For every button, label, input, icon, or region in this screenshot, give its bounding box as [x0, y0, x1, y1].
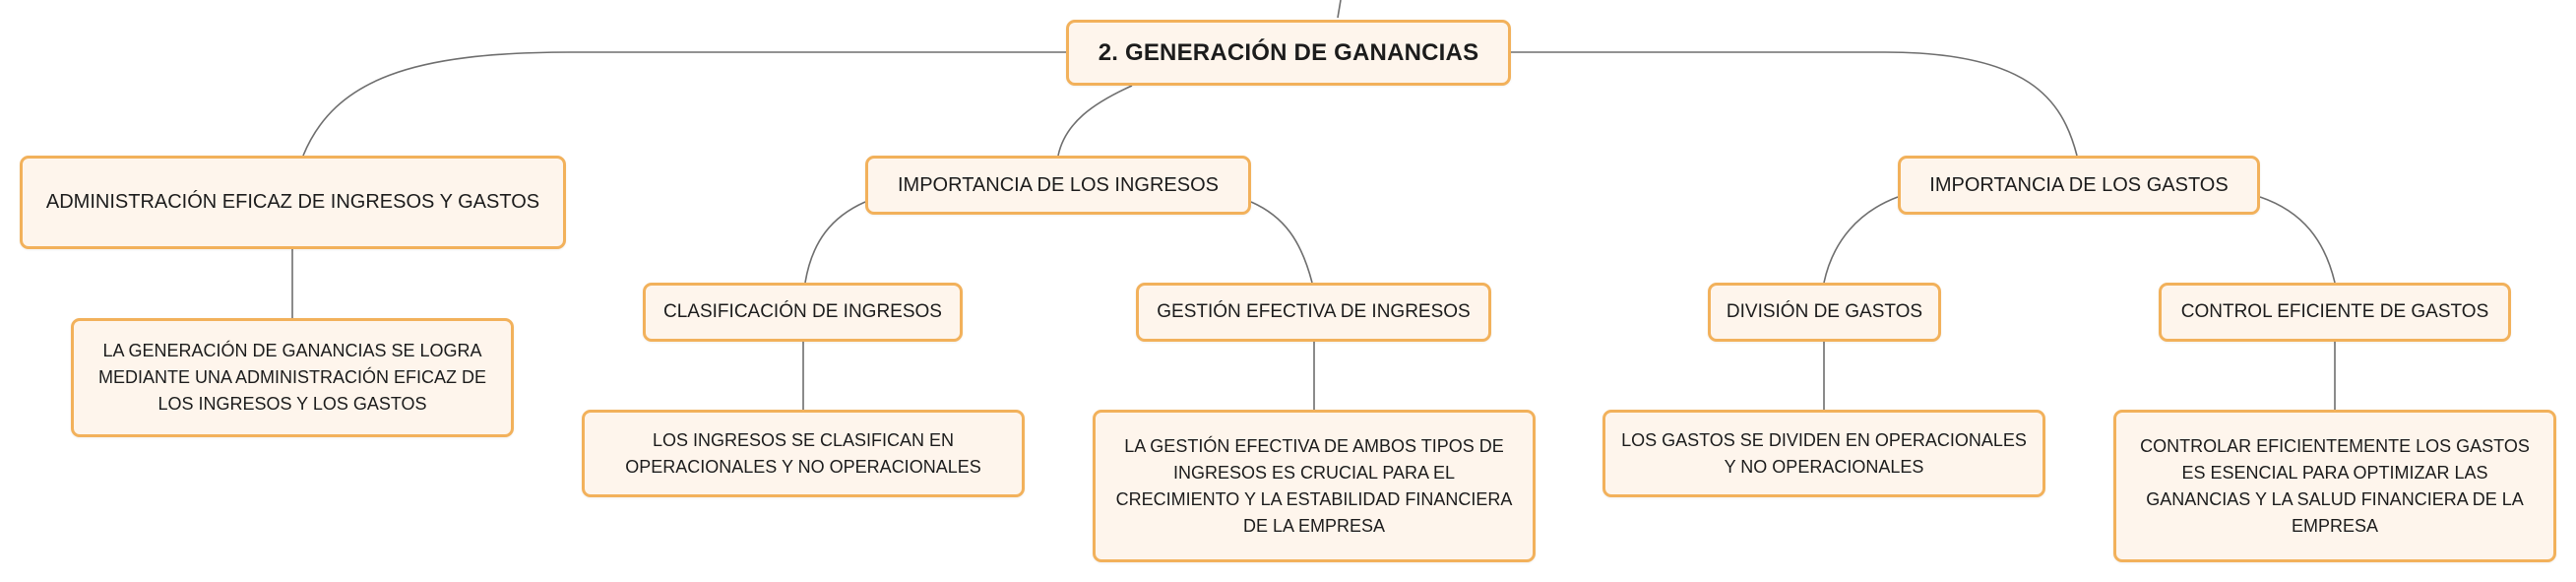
- node-importancia-gastos-label: IMPORTANCIA DE LOS GASTOS: [1929, 173, 2229, 196]
- node-gestion-ingresos[interactable]: GESTIÓN EFECTIVA DE INGRESOS: [1136, 283, 1491, 342]
- node-division-gastos-detail-text: LOS GASTOS SE DIVIDEN EN OPERACIONALES Y…: [1621, 429, 2027, 477]
- connector-root-administracion: [302, 51, 1066, 157]
- connector-ingresos-gestion: [1250, 201, 1313, 284]
- node-gestion-ingresos-detail-text: LA GESTIÓN EFECTIVA DE AMBOS TIPOS DE IN…: [1115, 435, 1513, 536]
- connector-ingresos-clasificacion: [804, 201, 866, 284]
- node-administracion-detail-text: LA GENERACIÓN DE GANANCIAS SE LOGRA MEDI…: [97, 341, 487, 414]
- node-control-gastos[interactable]: CONTROL EFICIENTE DE GASTOS: [2159, 283, 2511, 342]
- node-clasificacion-ingresos-label: CLASIFICACIÓN DE INGRESOS: [663, 301, 942, 322]
- connector-gastos-division: [1823, 196, 1899, 284]
- node-control-gastos-label: CONTROL EFICIENTE DE GASTOS: [2180, 301, 2489, 322]
- node-gestion-ingresos-detail[interactable]: LA GESTIÓN EFECTIVA DE AMBOS TIPOS DE IN…: [1093, 410, 1536, 562]
- node-clasificacion-ingresos-detail-text: LOS INGRESOS SE CLASIFICAN EN OPERACIONA…: [625, 429, 981, 477]
- node-administracion[interactable]: ADMINISTRACIÓN EFICAZ DE INGRESOS Y GAST…: [20, 156, 566, 249]
- node-administracion-detail[interactable]: LA GENERACIÓN DE GANANCIAS SE LOGRA MEDI…: [71, 318, 514, 437]
- node-control-gastos-detail[interactable]: CONTROLAR EFICIENTEMENTE LOS GASTOS ES E…: [2113, 410, 2556, 562]
- node-clasificacion-ingresos-detail[interactable]: LOS INGRESOS SE CLASIFICAN EN OPERACIONA…: [582, 410, 1025, 497]
- node-gestion-ingresos-label: GESTIÓN EFECTIVA DE INGRESOS: [1157, 301, 1471, 322]
- node-importancia-ingresos[interactable]: IMPORTANCIA DE LOS INGRESOS: [865, 156, 1251, 215]
- root-node[interactable]: 2. GENERACIÓN DE GANANCIAS: [1066, 20, 1511, 86]
- connector-root-ingresos: [1057, 85, 1133, 157]
- node-control-gastos-detail-text: CONTROLAR EFICIENTEMENTE LOS GASTOS ES E…: [2140, 435, 2530, 536]
- node-administracion-label: ADMINISTRACIÓN EFICAZ DE INGRESOS Y GAST…: [45, 191, 540, 213]
- root-node-label: 2. GENERACIÓN DE GANANCIAS: [1098, 38, 1479, 66]
- connector-incoming-root: [1337, 0, 1342, 19]
- node-clasificacion-ingresos[interactable]: CLASIFICACIÓN DE INGRESOS: [643, 283, 963, 342]
- connector-gastos-control: [2259, 196, 2336, 284]
- connector-root-gastos: [1511, 51, 2078, 157]
- node-division-gastos[interactable]: DIVISIÓN DE GASTOS: [1708, 283, 1941, 342]
- node-importancia-ingresos-label: IMPORTANCIA DE LOS INGRESOS: [898, 173, 1219, 196]
- node-importancia-gastos[interactable]: IMPORTANCIA DE LOS GASTOS: [1898, 156, 2260, 215]
- node-division-gastos-detail[interactable]: LOS GASTOS SE DIVIDEN EN OPERACIONALES Y…: [1602, 410, 2045, 497]
- node-division-gastos-label: DIVISIÓN DE GASTOS: [1726, 301, 1923, 322]
